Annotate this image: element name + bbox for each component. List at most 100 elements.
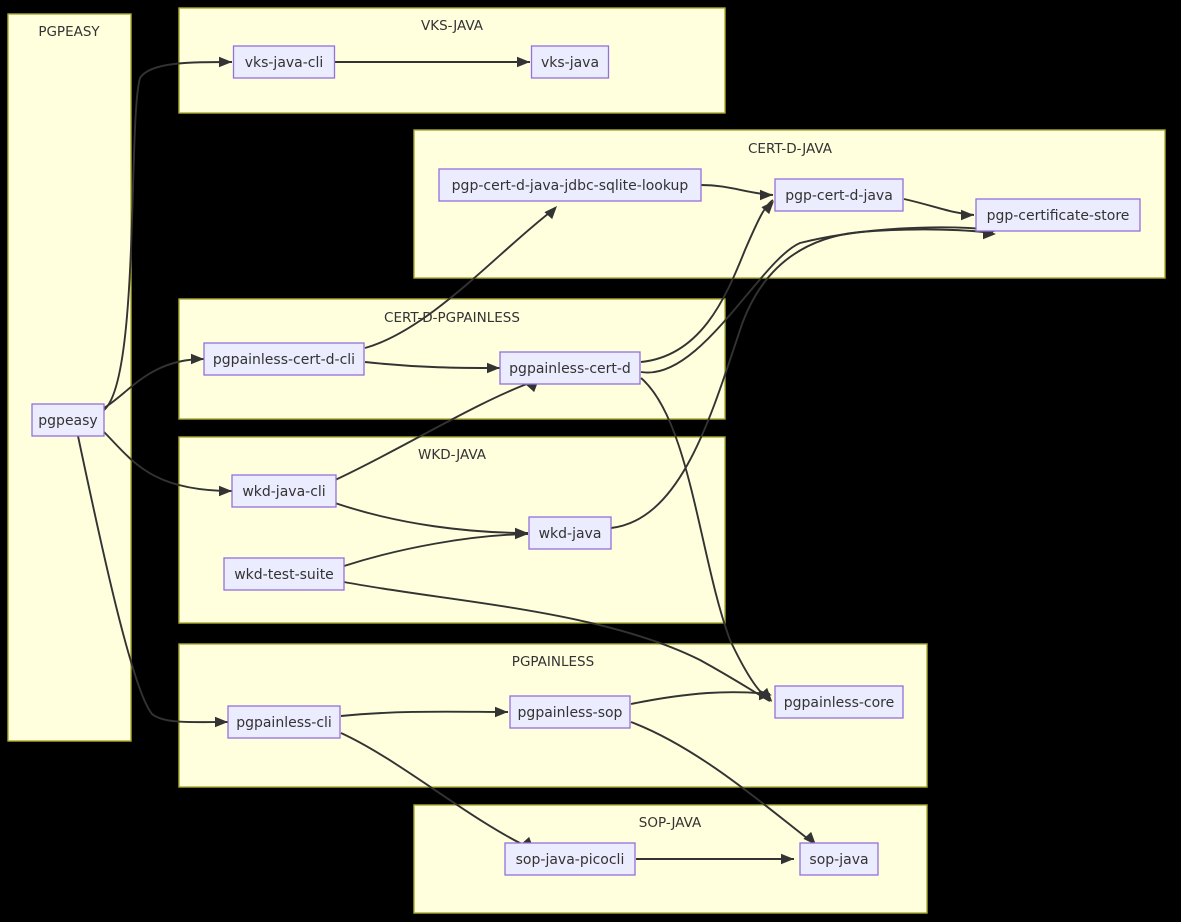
node-pgp-cert-d-java[interactable]: pgp-cert-d-java (774, 178, 904, 212)
node-box[interactable] (528, 516, 612, 550)
node-label: pgpainless-sop (518, 705, 623, 721)
node-box[interactable] (509, 695, 631, 729)
edge-pgpainless-sop-to-pgpainless-core (630, 689, 772, 705)
node-label: pgpainless-cert-d-cli (213, 352, 355, 368)
edge-pgpeasy-to-vks-java-cli (103, 56, 233, 411)
arrowhead-icon (961, 209, 974, 221)
edge-line (77, 435, 229, 724)
node-box[interactable] (774, 685, 904, 719)
node-box[interactable] (227, 705, 341, 739)
edge-line (640, 226, 995, 374)
edge-line (103, 358, 205, 409)
edge-line (334, 502, 529, 534)
edge-pgpainless-sop-to-sop-java (630, 721, 816, 845)
node-label: wkd-java-cli (242, 484, 325, 500)
arrowhead-icon (515, 528, 528, 540)
node-label: pgp-cert-d-java (785, 188, 893, 204)
node-label: pgp-certificate-store (987, 208, 1130, 224)
edge-line (364, 209, 554, 349)
arrowhead-icon (219, 485, 232, 497)
node-box[interactable] (223, 557, 345, 591)
cluster-label: WKD-JAVA (418, 447, 487, 463)
node-pgpainless-sop[interactable]: pgpainless-sop (509, 695, 631, 729)
node-layer: pgpeasy vks-java-cli vks-java pgp-cert-d-ja… (31, 45, 1141, 876)
arrowhead-icon (517, 56, 530, 68)
edge-pgpeasy-to-pgpainless-cert-d-cli (103, 353, 205, 409)
cluster-label: PGPEASY (38, 24, 100, 40)
node-pgp-cert-d-java-jdbc-sqlite-lookup[interactable]: pgp-cert-d-java-jdbc-sqlite-lookup (438, 168, 702, 202)
node-box[interactable] (231, 474, 337, 508)
arrowhead-icon (760, 189, 773, 201)
arrowhead-icon (761, 201, 774, 215)
node-label: vks-java (541, 55, 599, 71)
node-box[interactable] (975, 198, 1141, 232)
node-vks-java[interactable]: vks-java (530, 45, 610, 79)
edge-sop-java-picocli-to-sop-java (636, 853, 794, 865)
node-sop-java[interactable]: sop-java (799, 842, 879, 876)
edge-line (103, 431, 233, 492)
cluster-label: SOP-JAVA (639, 815, 702, 831)
node-vks-java-cli[interactable]: vks-java-cli (232, 45, 336, 79)
node-pgpeasy[interactable]: pgpeasy (31, 403, 105, 437)
edge-pgpainless-cert-d-to-pgp-cert-d-java (640, 199, 774, 363)
node-box[interactable] (203, 342, 365, 376)
node-pgpainless-cert-d-cli[interactable]: pgpainless-cert-d-cli (203, 342, 365, 376)
node-wkd-test-suite[interactable]: wkd-test-suite (223, 557, 345, 591)
arrowhead-icon (759, 689, 772, 701)
edge-pgpainless-cert-d-cli-to-pgpainless-cert-d (364, 361, 501, 374)
cluster-pgpeasy: PGPEASY (7, 13, 132, 742)
arrowhead-icon (544, 206, 557, 220)
arrowhead-icon (191, 353, 204, 365)
node-pgpainless-core[interactable]: pgpainless-core (774, 685, 904, 719)
edge-pgp-cert-d-java-jdbc-sqlite-lookup-to-pgp-cert-d-java (700, 184, 774, 201)
edge-line (103, 61, 233, 411)
cluster-label: CERT-D-JAVA (748, 141, 833, 157)
edge-line (334, 380, 536, 481)
node-box[interactable] (438, 168, 702, 202)
edge-pgpeasy-to-pgpainless-cli (77, 435, 229, 728)
node-box[interactable] (232, 45, 336, 79)
cluster-box (178, 436, 726, 624)
node-label: sop-java (809, 852, 868, 868)
edge-line (610, 228, 994, 529)
node-box[interactable] (499, 351, 641, 385)
node-label: pgp-cert-d-java-jdbc-sqlite-lookup (452, 178, 689, 194)
cluster-label: VKS-JAVA (421, 18, 484, 34)
arrowhead-icon (487, 362, 500, 374)
cluster-box (7, 13, 132, 742)
node-box[interactable] (504, 842, 636, 876)
edge-vks-java-cli-to-vks-java (335, 56, 530, 68)
node-label: wkd-test-suite (234, 567, 334, 583)
node-wkd-java[interactable]: wkd-java (528, 516, 612, 550)
cluster-label: CERT-D-PGPAINLESS (384, 310, 520, 326)
node-sop-java-picocli[interactable]: sop-java-picocli (504, 842, 636, 876)
edge-wkd-test-suite-to-wkd-java (343, 528, 529, 567)
node-label: pgpainless-cert-d (509, 361, 631, 377)
node-label: wkd-java (539, 526, 602, 542)
node-label: sop-java-picocli (516, 852, 625, 868)
node-label: vks-java-cli (245, 55, 324, 71)
edge-line (343, 533, 529, 567)
edge-line (630, 721, 813, 843)
cluster-layer: PGPEASY VKS-JAVA CERT-D-JAVA CERT-D-PGPAINL… (7, 7, 1166, 914)
node-box[interactable] (774, 178, 904, 212)
node-wkd-java-cli[interactable]: wkd-java-cli (231, 474, 337, 508)
edge-line (340, 732, 531, 849)
edge-line (340, 710, 509, 717)
edge-pgpainless-cli-to-pgpainless-sop (340, 706, 509, 718)
node-pgpainless-cli[interactable]: pgpainless-cli (227, 705, 341, 739)
edge-pgpainless-cert-d-cli-to-pgp-cert-d-java-jdbc-sqlite-lookup (364, 206, 557, 349)
node-box[interactable] (31, 403, 105, 437)
node-pgp-certificate-store[interactable]: pgp-certificate-store (975, 198, 1141, 232)
edge-pgp-cert-d-java-to-pgp-certificate-store (903, 198, 975, 221)
edge-line (343, 581, 771, 702)
node-pgpainless-cert-d[interactable]: pgpainless-cert-d (499, 351, 641, 385)
edge-line (630, 691, 771, 705)
cluster-wkd_java: WKD-JAVA (178, 436, 726, 624)
edge-line (640, 377, 771, 701)
node-box[interactable] (530, 45, 610, 79)
arrowhead-icon (803, 831, 816, 845)
node-box[interactable] (799, 842, 879, 876)
